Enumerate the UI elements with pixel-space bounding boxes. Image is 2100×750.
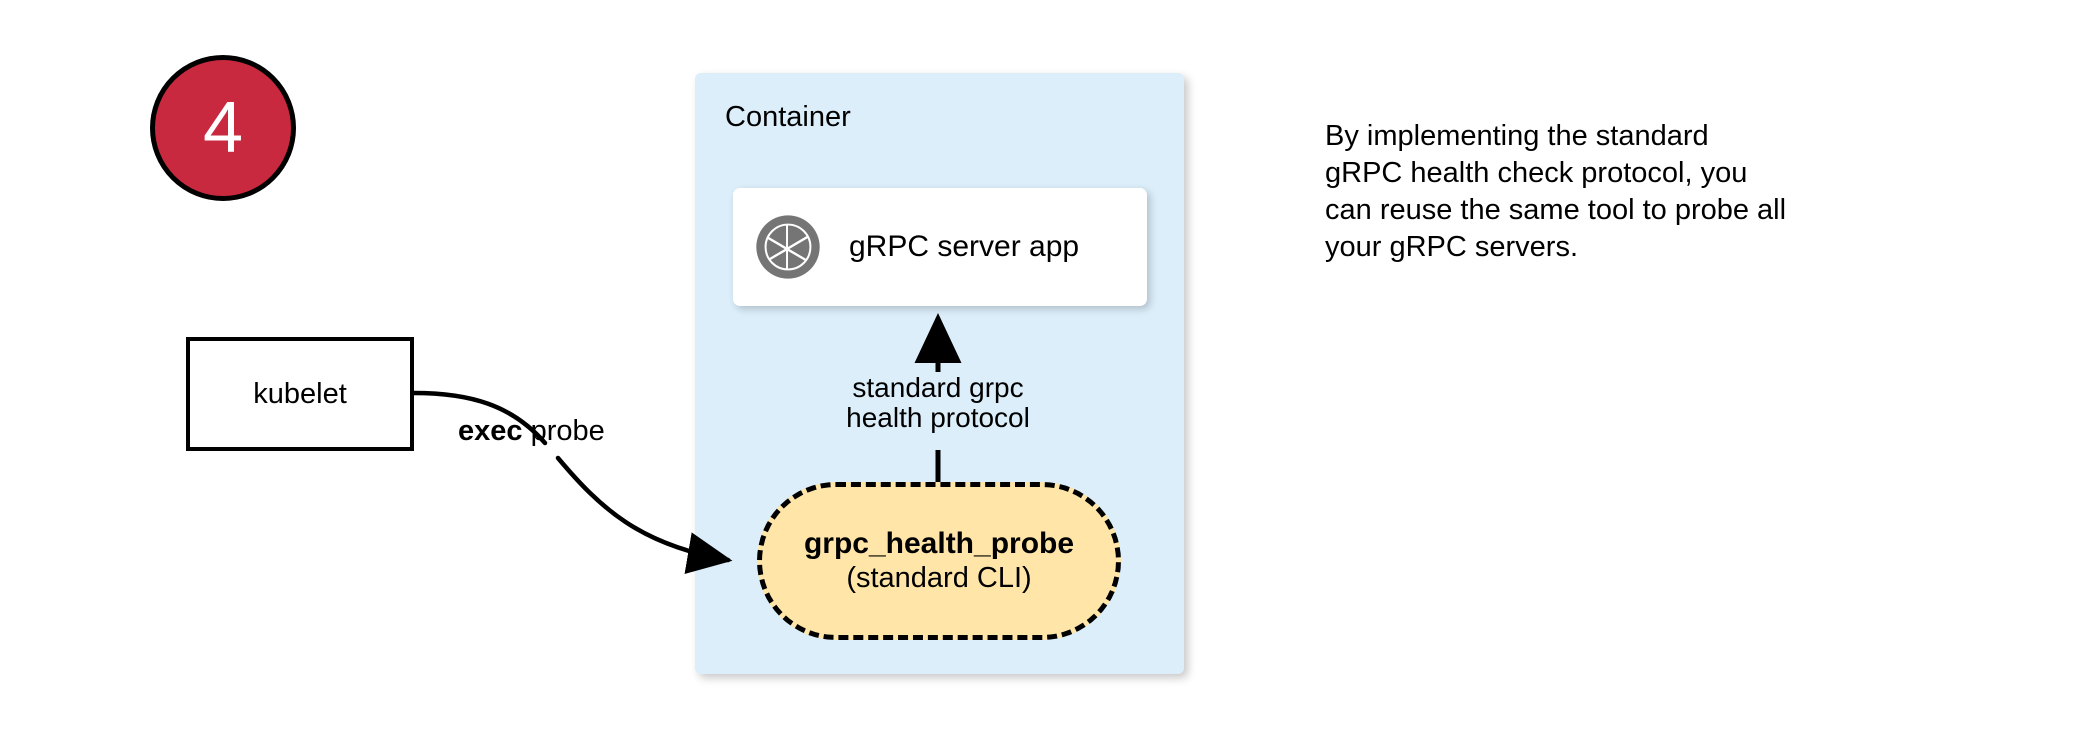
grpc-health-probe-title: grpc_health_probe (803, 527, 1075, 561)
grpc-server-app-card: gRPC server app (733, 188, 1147, 306)
grpc-health-probe-subtitle: (standard CLI) (846, 561, 1032, 594)
health-protocol-label-line2: health protocol (846, 402, 1030, 434)
kubelet-label: kubelet (253, 377, 347, 410)
grpc-health-probe-node: grpc_health_probe (standard CLI) (757, 482, 1121, 640)
kubelet-box: kubelet (186, 337, 414, 451)
note-line-1: By implementing the standard (1325, 120, 1709, 152)
note-line-3: can reuse the same tool to probe all (1325, 194, 1787, 227)
note-line-2: gRPC health check protocol, you (1325, 157, 1748, 190)
exec-probe-edge-label: exec probe (455, 413, 608, 450)
exec-probe-label-keyword: exec (458, 415, 523, 447)
aperture-icon (756, 215, 820, 279)
exec-probe-label-rest: probe (522, 415, 605, 447)
container-label: Container (725, 101, 851, 133)
health-protocol-label-line1: standard grpc (852, 372, 1024, 403)
note-line-4: your gRPC servers. (1325, 231, 1579, 264)
grpc-server-app-label: gRPC server app (849, 230, 1080, 263)
step-number-badge: 4 (150, 55, 296, 201)
step-number-label: 4 (202, 88, 244, 168)
health-protocol-edge-label: standard grpc health protocol (838, 372, 1038, 434)
explanatory-note: By implementing the standard gRPC health… (1325, 118, 1945, 266)
